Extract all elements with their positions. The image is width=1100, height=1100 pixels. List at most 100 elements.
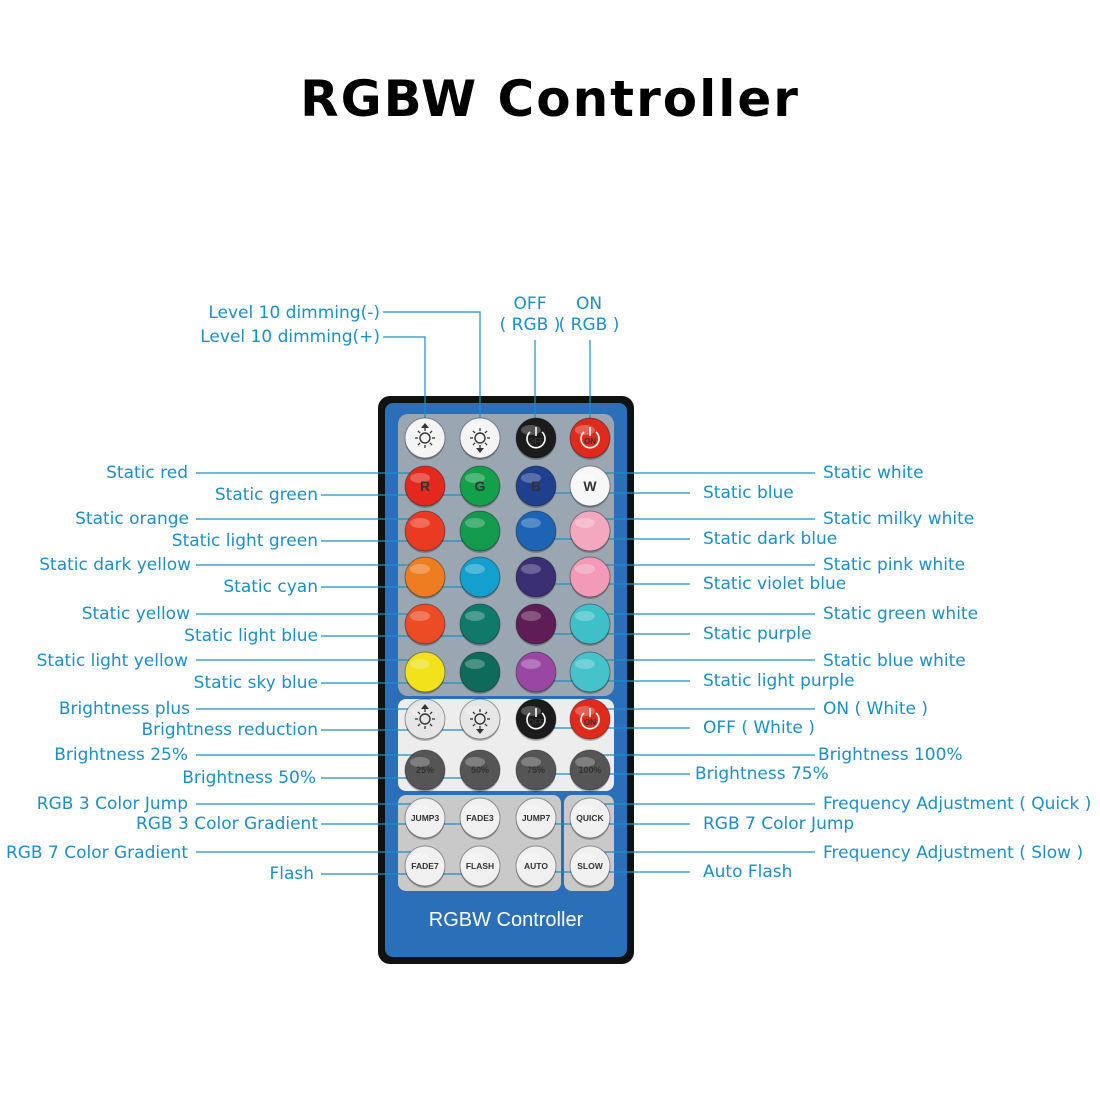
static-green-button[interactable]: G [459, 465, 501, 508]
label-level-minus: Level 10 dimming(-) [208, 303, 380, 323]
jump7-button-label: JUMP7 [522, 813, 551, 823]
label-auto-flash: Auto Flash [703, 862, 792, 882]
static-cyan-button[interactable] [459, 556, 501, 599]
static-light-yellow-button[interactable] [404, 651, 446, 694]
static-white-button-label: W [583, 478, 597, 494]
static-pink-white-button[interactable] [569, 556, 611, 599]
leader-lines [196, 311, 815, 875]
fade7-button[interactable]: FADE7 [404, 845, 446, 888]
label-static-yellow: Static yellow [82, 604, 190, 624]
brightness-down-icon [470, 428, 490, 453]
quick-button-label: QUICK [576, 813, 604, 823]
power-icon [580, 427, 600, 449]
label-static-blue: Static blue [703, 483, 794, 503]
jump7-button[interactable]: JUMP7 [515, 797, 557, 840]
color-panel [398, 414, 614, 696]
jump3-button-label: JUMP3 [411, 813, 440, 823]
power-icon [526, 427, 546, 449]
brightness-50-button[interactable]: 50% [459, 749, 501, 792]
rgb-off-button[interactable]: OFF [515, 417, 557, 460]
brightness-up-icon [415, 423, 435, 448]
quick-button[interactable]: QUICK [569, 797, 611, 840]
label-rgb7-jump: RGB 7 Color Jump [703, 814, 854, 834]
static-milky-white-button[interactable] [569, 510, 611, 553]
label-static-red: Static red [106, 463, 188, 483]
brightness-75-button-label: 75% [527, 765, 545, 775]
label-brightness-25: Brightness 25% [54, 745, 188, 765]
static-light-purple-button[interactable] [515, 651, 557, 694]
auto-button[interactable]: AUTO [515, 845, 557, 888]
brightness-panel [398, 699, 614, 791]
label-level-plus: Level 10 dimming(+) [200, 327, 380, 347]
static-sky-blue-button[interactable] [459, 651, 501, 694]
label-static-pink-white: Static pink white [823, 555, 965, 575]
rgb-on-button[interactable]: ON [569, 417, 611, 460]
label-static-blue-white: Static blue white [823, 651, 966, 671]
static-purple-button[interactable] [515, 603, 557, 646]
brightness-reduction-button[interactable] [459, 698, 501, 741]
static-green-white-button[interactable] [569, 603, 611, 646]
brightness-plus-button[interactable] [404, 698, 446, 741]
label-off-rgb-line2: ( RGB ) [500, 315, 561, 335]
white-off-button[interactable]: OFF [515, 698, 557, 741]
rgb-off-button-label: OFF [528, 437, 544, 446]
page-title: RGBW Controller [300, 70, 800, 128]
label-static-milky-white: Static milky white [823, 509, 974, 529]
label-rgb3-gradient: RGB 3 Color Gradient [136, 814, 318, 834]
label-freq-slow: Frequency Adjustment ( Slow ) [823, 843, 1083, 863]
label-freq-quick: Frequency Adjustment ( Quick ) [823, 794, 1091, 814]
label-static-cyan: Static cyan [223, 577, 318, 597]
static-violet-blue-button[interactable] [515, 556, 557, 599]
brightness-75-button[interactable]: 75% [515, 749, 557, 792]
leader-line [383, 311, 481, 426]
static-light-green-button[interactable] [459, 510, 501, 553]
static-red-button[interactable]: R [404, 465, 446, 508]
static-blue-button[interactable]: B [515, 465, 557, 508]
label-static-green: Static green [215, 485, 318, 505]
label-on-rgb-line2: ( RGB ) [559, 315, 620, 335]
label-static-white: Static white [823, 463, 924, 483]
brightness-down-icon [470, 709, 490, 734]
static-blue-button-label: B [531, 478, 541, 494]
label-flash: Flash [269, 864, 314, 884]
static-light-blue-button[interactable] [459, 603, 501, 646]
label-rgb3-jump: RGB 3 Color Jump [37, 794, 188, 814]
slow-button[interactable]: SLOW [569, 845, 611, 888]
label-on-rgb-line1: ON [576, 294, 602, 314]
label-brightness-50: Brightness 50% [182, 768, 316, 788]
fade3-button-label: FADE3 [466, 813, 494, 823]
static-dark-blue-button[interactable] [515, 510, 557, 553]
label-static-light-green: Static light green [172, 531, 318, 551]
fade3-button[interactable]: FADE3 [459, 797, 501, 840]
brightness-25-button[interactable]: 25% [404, 749, 446, 792]
slow-button-label: SLOW [577, 861, 603, 871]
white-on-button[interactable]: ON [569, 698, 611, 741]
brightness-up-icon [415, 704, 435, 729]
jump3-button[interactable]: JUMP3 [404, 797, 446, 840]
static-dark-yellow-button[interactable] [404, 556, 446, 599]
flash-button[interactable]: FLASH [459, 845, 501, 888]
label-static-green-white: Static green white [823, 604, 978, 624]
static-blue-white-button[interactable] [569, 651, 611, 694]
auto-button-label: AUTO [524, 861, 548, 871]
static-yellow-button[interactable] [404, 603, 446, 646]
static-white-button[interactable]: W [569, 465, 611, 508]
label-static-light-purple: Static light purple [703, 671, 855, 691]
label-brightness-reduction: Brightness reduction [141, 720, 318, 740]
brightness-50-button-label: 50% [471, 765, 489, 775]
label-on-white: ON ( White ) [823, 699, 928, 719]
brightness-25-button-label: 25% [416, 765, 434, 775]
label-static-violet-blue: Static violet blue [703, 574, 846, 594]
brightness-100-button[interactable]: 100% [569, 749, 611, 792]
label-brightness-100: Brightness 100% [818, 745, 963, 765]
level-dimming-plus-button[interactable] [404, 417, 446, 460]
label-static-dark-yellow: Static dark yellow [39, 555, 191, 575]
level-dimming-minus-button[interactable] [459, 417, 501, 460]
leader-line [383, 336, 426, 426]
static-orange-button[interactable] [404, 510, 446, 553]
label-static-sky-blue: Static sky blue [194, 673, 318, 693]
flash-button-label: FLASH [466, 861, 494, 871]
label-rgb7-gradient: RGB 7 Color Gradient [6, 843, 188, 863]
